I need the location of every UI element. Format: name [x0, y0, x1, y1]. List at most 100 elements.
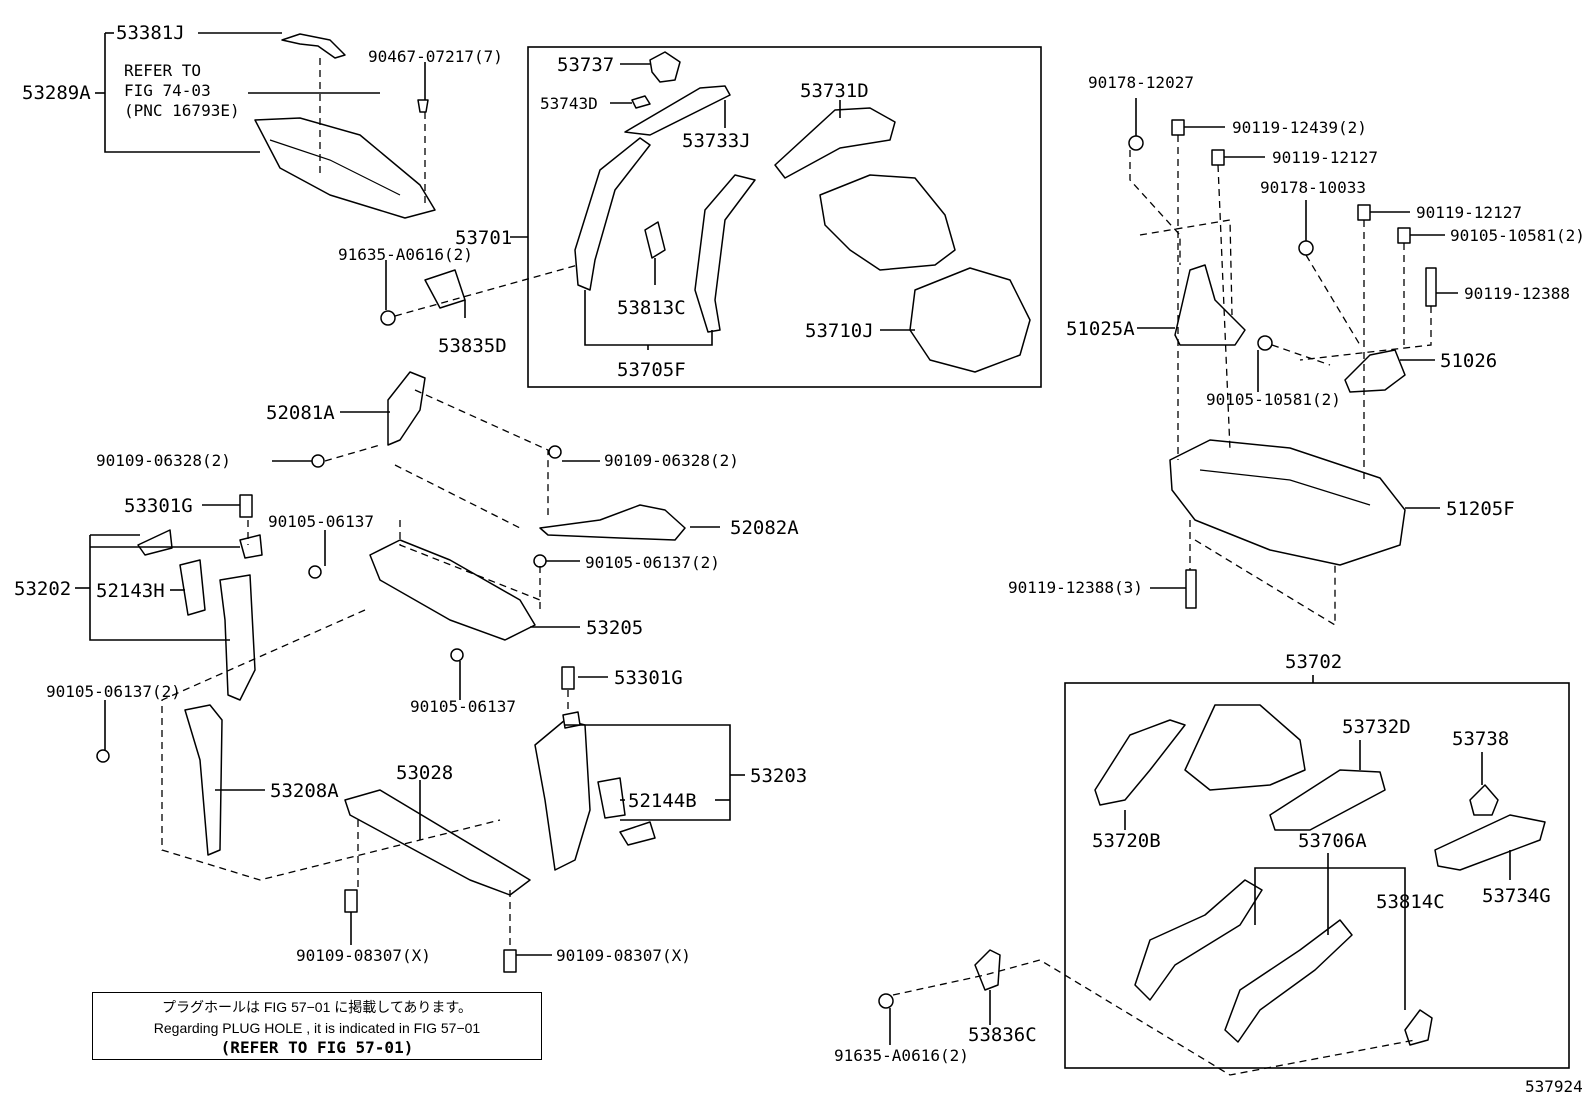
- part-53732D: [1269, 769, 1386, 831]
- part-53289A-detail: [269, 139, 401, 196]
- label-53301G-a: 53301G: [124, 495, 193, 517]
- part-51205F-detail: [1199, 469, 1371, 506]
- label-53743D: 53743D: [540, 94, 598, 113]
- label-53733J: 53733J: [682, 130, 751, 152]
- bolt-90105b: [533, 554, 547, 568]
- part-53202-main: [219, 574, 256, 701]
- part-51205F: [1169, 439, 1406, 566]
- bolt-90105e: [1397, 227, 1411, 244]
- part-53706A-left: [1134, 879, 1263, 1001]
- bolt-90119d: [1425, 267, 1437, 307]
- footnote-box: プラグホールは FIG 57−01 に掲載してあります。 Regarding P…: [92, 992, 542, 1060]
- label-53381J: 53381J: [116, 22, 185, 44]
- part-52082A: [539, 504, 686, 541]
- part-53301G-b: [561, 666, 575, 690]
- footnote-japanese: プラグホールは FIG 57−01 に掲載してあります。: [161, 999, 473, 1015]
- part-53208A: [184, 704, 223, 856]
- label-90105-06137-d: 90105-06137: [410, 697, 516, 716]
- part-53836C: [974, 949, 1001, 991]
- part-53202-bracket: [137, 529, 173, 556]
- part-52143H: [179, 559, 206, 616]
- label-53720B: 53720B: [1092, 830, 1161, 852]
- bolt-90109d: [503, 949, 517, 973]
- label-53203: 53203: [750, 765, 807, 787]
- label-91635-A0616-b: 91635-A0616(2): [834, 1046, 969, 1065]
- label-90119-12388-b: 90119-12388(3): [1008, 578, 1143, 597]
- part-labels: 53381J 53289A REFER TO FIG 74-03 (PNC 16…: [14, 22, 1585, 1096]
- bracket-53203: [565, 724, 731, 821]
- part-53702-apron: [1184, 704, 1306, 791]
- part-53202-clip: [239, 534, 263, 559]
- part-53203-main: [534, 719, 591, 871]
- label-90467-07217: 90467-07217(7): [368, 47, 503, 66]
- bolt-90105d: [450, 648, 464, 662]
- part-53381J: [281, 33, 346, 59]
- label-52082A: 52082A: [730, 517, 799, 539]
- bolt-90109c: [344, 889, 358, 913]
- bolt-90119b: [1211, 149, 1225, 166]
- label-53732D: 53732D: [1342, 716, 1411, 738]
- label-90105-06137-c: 90105-06137(2): [46, 682, 181, 701]
- part-apron-upper: [819, 174, 956, 271]
- label-53705F: 53705F: [617, 359, 686, 381]
- refer-note-line2: FIG 74-03: [124, 81, 211, 100]
- label-90105-10581-a: 90105-10581(2): [1450, 226, 1585, 245]
- label-53737: 53737: [557, 54, 614, 76]
- label-53208A: 53208A: [270, 780, 339, 802]
- leader-lines: [75, 32, 1511, 1045]
- label-53836C: 53836C: [968, 1024, 1037, 1046]
- label-51025A: 51025A: [1066, 318, 1135, 340]
- bracket-53289A: [104, 33, 260, 153]
- bolt-90119c: [1357, 204, 1371, 221]
- label-53702: 53702: [1285, 651, 1342, 673]
- label-91635-A0616-a: 91635-A0616(2): [338, 245, 473, 264]
- part-53737: [649, 51, 681, 83]
- refer-note-line3: (PNC 16793E): [124, 101, 240, 120]
- part-53706A-right: [1224, 919, 1353, 1043]
- part-53733J: [624, 85, 731, 136]
- label-90105-06137-b: 90105-06137(2): [585, 553, 720, 572]
- group-box-53702: [1064, 682, 1570, 1069]
- label-90178-12027: 90178-12027: [1088, 73, 1194, 92]
- part-53710J: [909, 267, 1031, 373]
- part-53743D: [631, 95, 651, 109]
- label-90105-10581-b: 90105-10581(2): [1206, 390, 1341, 409]
- bolt-90105a: [308, 565, 322, 579]
- group-box-53701: [527, 46, 1042, 388]
- bolt-90105f: [1257, 335, 1273, 351]
- nut-90178a: [1128, 135, 1144, 151]
- part-52144B: [597, 777, 626, 819]
- part-52081A: [387, 371, 426, 446]
- label-90119-12127-b: 90119-12127: [1416, 203, 1522, 222]
- bracket-53202: [89, 535, 230, 641]
- bolt-90119e: [1185, 569, 1197, 609]
- bolt-90109a: [311, 454, 325, 468]
- label-90105-06137-a: 90105-06137: [268, 512, 374, 531]
- label-52143H: 52143H: [96, 580, 165, 602]
- label-90178-10033: 90178-10033: [1260, 178, 1366, 197]
- label-53738: 53738: [1452, 728, 1509, 750]
- label-53814C: 53814C: [1376, 891, 1445, 913]
- refer-note-line1: REFER TO: [124, 61, 201, 80]
- bolt-91635b: [878, 993, 894, 1009]
- part-53301G-a: [239, 494, 253, 518]
- part-53205: [369, 539, 536, 641]
- label-53710J: 53710J: [805, 320, 874, 342]
- label-53301G-b: 53301G: [614, 667, 683, 689]
- bolt-90119a: [1171, 119, 1185, 136]
- label-53835D: 53835D: [438, 335, 507, 357]
- footnote-english: Regarding PLUG HOLE , it is indicated in…: [153, 1020, 481, 1036]
- diagram-id: 537924: [1525, 1077, 1583, 1096]
- label-90109-08307-b: 90109-08307(X): [556, 946, 691, 965]
- label-53289A: 53289A: [22, 82, 91, 104]
- part-90467: [417, 99, 429, 113]
- label-53734G: 53734G: [1482, 885, 1551, 907]
- bolt-90105c: [96, 749, 110, 763]
- label-52081A: 52081A: [266, 402, 335, 424]
- label-51205F: 51205F: [1446, 498, 1515, 520]
- part-53734G: [1434, 814, 1546, 871]
- bracket-53706A: [1254, 867, 1406, 1010]
- part-shapes: [96, 33, 1546, 1046]
- part-53731D: [774, 107, 896, 179]
